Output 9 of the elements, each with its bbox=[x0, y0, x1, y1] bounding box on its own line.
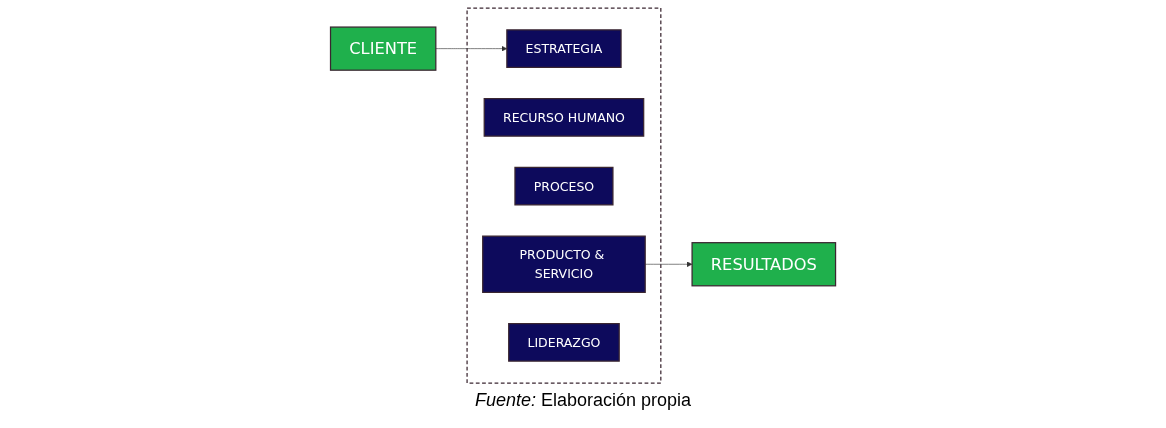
caption: Fuente: Elaboración propia bbox=[474, 390, 692, 410]
node-box: CLIENTE bbox=[329, 25, 437, 71]
node-box: ESTRATEGIA bbox=[506, 28, 622, 68]
node-box: RESULTADOS bbox=[691, 241, 837, 286]
cluster bbox=[466, 6, 662, 384]
node-box: LIDERAZGO bbox=[508, 322, 620, 362]
node-box: PRODUCTO & SERVICIO bbox=[482, 235, 646, 293]
node-box: PROCESO bbox=[514, 166, 614, 205]
node-box: RECURSO HUMANO bbox=[483, 97, 645, 137]
